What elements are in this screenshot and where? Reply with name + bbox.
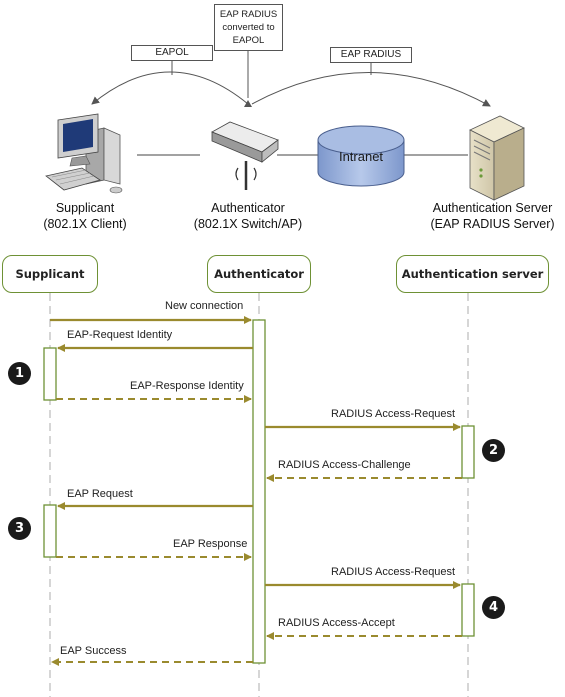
actor-authentication-server: Authentication server	[396, 255, 549, 293]
server-title: Authentication Server	[432, 201, 553, 215]
label-radius-access-request-2: RADIUS Access-Request	[331, 566, 456, 578]
eapol-tag: EAPOL	[131, 45, 213, 61]
activation-authenticator	[252, 319, 266, 664]
label-eap-request: EAP Request	[67, 488, 133, 500]
label-eap-response-identity: EAP-Response Identity	[130, 380, 244, 392]
authenticator-subtitle: (802.1X Switch/AP)	[193, 217, 303, 231]
intranet-label: Intranet	[338, 149, 384, 164]
server-subtitle: (EAP RADIUS Server)	[430, 217, 555, 231]
actor-supplicant: Supplicant	[2, 255, 98, 293]
authentication-server-icon	[469, 115, 525, 201]
intranet-cylinder-icon	[317, 125, 405, 187]
supplicant-label: Supplicant (802.1X Client)	[20, 200, 150, 232]
label-radius-access-accept: RADIUS Access-Accept	[278, 617, 395, 629]
label-radius-access-request-1: RADIUS Access-Request	[331, 408, 456, 420]
eap-converted-tag: EAP RADIUS converted to EAPOL	[214, 4, 283, 51]
authenticator-title: Authenticator	[211, 201, 285, 215]
supplicant-subtitle: (802.1X Client)	[43, 217, 127, 231]
supplicant-computer-icon	[45, 113, 123, 194]
label-new-connection: New connection	[165, 300, 244, 312]
activation-server-4	[461, 583, 475, 637]
step-badge-3: 3	[8, 517, 31, 540]
label-eap-success: EAP Success	[60, 645, 127, 657]
authenticator-switch-icon	[211, 121, 279, 190]
authenticator-label: Authenticator (802.1X Switch/AP)	[178, 200, 318, 232]
eap-radius-tag: EAP RADIUS	[330, 47, 412, 63]
eapol-arc	[91, 71, 249, 105]
activation-server-2	[461, 425, 475, 479]
label-eap-response: EAP Response	[173, 538, 248, 550]
eap-radius-arc	[251, 72, 491, 107]
step-badge-2: 2	[482, 439, 505, 462]
label-eap-request-identity: EAP-Request Identity	[67, 329, 173, 341]
supplicant-title: Supplicant	[55, 201, 115, 215]
label-radius-access-challenge: RADIUS Access-Challenge	[278, 459, 411, 471]
step-badge-1: 1	[8, 362, 31, 385]
actor-authenticator: Authenticator	[207, 255, 311, 293]
sequence-diagram	[43, 293, 475, 697]
server-label: Authentication Server (EAP RADIUS Server…	[420, 200, 565, 232]
step-badge-4: 4	[482, 596, 505, 619]
activation-supplicant-1	[43, 347, 57, 401]
activation-supplicant-3	[43, 504, 57, 558]
